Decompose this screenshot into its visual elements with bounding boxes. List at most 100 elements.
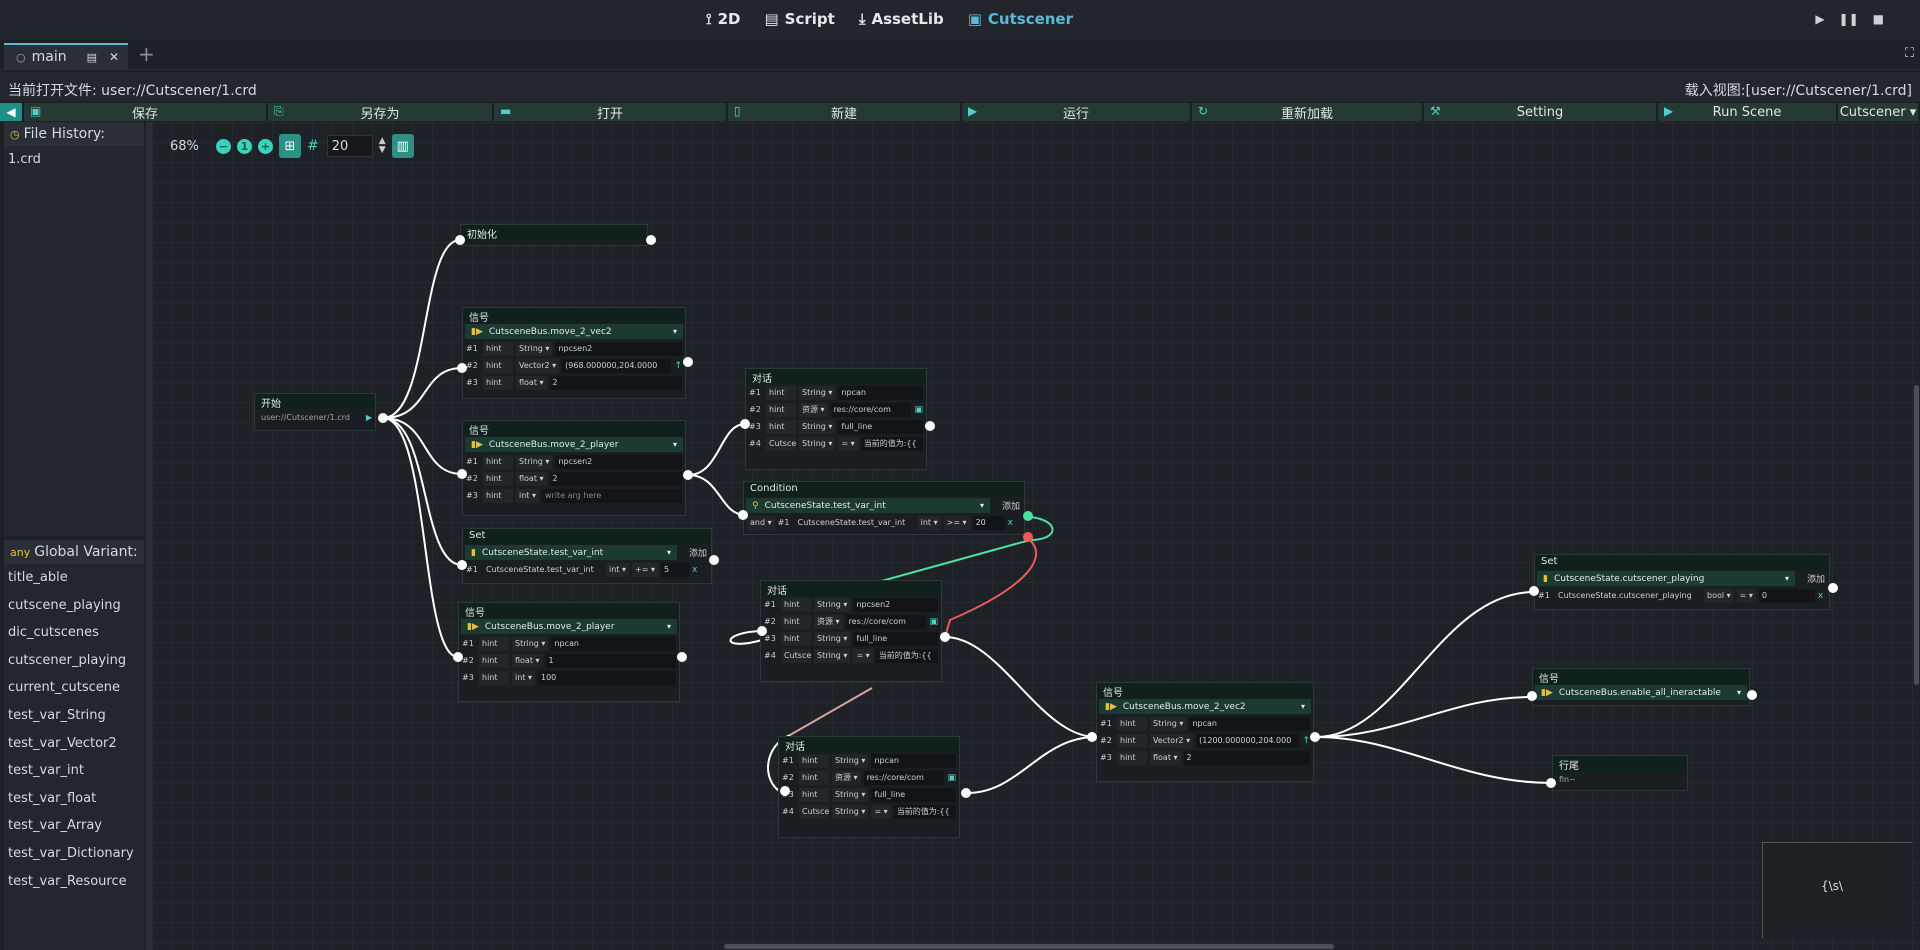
- reload-button[interactable]: ↻重新加载: [1192, 103, 1424, 122]
- file-browse-icon[interactable]: ▣: [914, 404, 923, 415]
- input-port[interactable]: [457, 560, 467, 570]
- global-variant-item[interactable]: title_able: [8, 570, 68, 585]
- snap-step-input[interactable]: 20: [326, 135, 373, 157]
- node-start[interactable]: 开始 user://Cutscener/1.crd▶: [254, 393, 376, 431]
- input-port[interactable]: [1527, 691, 1537, 701]
- input-port[interactable]: [455, 235, 465, 245]
- minimap-toggle-icon[interactable]: ▥: [391, 134, 414, 158]
- arrow-up-icon[interactable]: ↑: [674, 360, 682, 371]
- input-port[interactable]: [757, 626, 767, 636]
- output-port[interactable]: [1747, 690, 1757, 700]
- output-port[interactable]: [1828, 583, 1838, 593]
- play-icon[interactable]: ▶: [1815, 12, 1825, 26]
- remove-icon[interactable]: x: [1007, 517, 1013, 528]
- output-port[interactable]: [646, 235, 656, 245]
- output-port[interactable]: [378, 413, 388, 423]
- global-variant-item[interactable]: test_var_Resource: [8, 873, 127, 889]
- condition-dropdown[interactable]: ⚲CutsceneState.test_var_int▾: [746, 498, 990, 513]
- horizontal-scrollbar[interactable]: [724, 944, 1334, 949]
- graph-canvas[interactable]: [152, 122, 1920, 950]
- pause-icon[interactable]: ❚❚: [1838, 12, 1859, 26]
- tab-cutscener[interactable]: ▣Cutscener: [967, 10, 1074, 28]
- variable-dropdown[interactable]: ▮CutsceneState.test_var_int▾: [465, 545, 677, 560]
- global-variant-item[interactable]: cutscene_playing: [8, 597, 121, 613]
- mode-dropdown[interactable]: Cutscener ▾: [1838, 103, 1920, 121]
- node-condition[interactable]: Condition ⚲CutsceneState.test_var_int▾ 添…: [743, 481, 1025, 535]
- input-port[interactable]: [780, 786, 790, 796]
- signal-dropdown[interactable]: ▮▶CutsceneBus.move_2_vec2▾: [1099, 699, 1311, 714]
- tab-script[interactable]: ▤Script: [764, 10, 835, 28]
- output-port[interactable]: [1310, 732, 1320, 742]
- signal-dropdown[interactable]: ▮▶CutsceneBus.move_2_player▾: [461, 619, 677, 634]
- output-port[interactable]: [683, 470, 693, 480]
- play-icon[interactable]: ▶: [365, 413, 372, 422]
- save-button[interactable]: ▣保存: [24, 103, 268, 122]
- global-variant-item[interactable]: test_var_int: [8, 763, 84, 779]
- global-variant-item[interactable]: test_var_Vector2: [8, 735, 117, 751]
- global-variant-item[interactable]: test_var_Array: [8, 818, 102, 834]
- input-port[interactable]: [457, 363, 467, 373]
- save-as-button[interactable]: ⎘另存为: [268, 103, 494, 122]
- true-output-port[interactable]: [1023, 511, 1033, 521]
- snap-toggle-icon[interactable]: ⊞: [279, 134, 301, 158]
- input-port[interactable]: [740, 419, 750, 429]
- setting-button[interactable]: ⚒Setting: [1424, 103, 1658, 121]
- run-scene-button[interactable]: ▶Run Scene: [1658, 103, 1838, 121]
- sidebar-splitter[interactable]: [146, 122, 152, 950]
- remove-icon[interactable]: x: [691, 564, 698, 575]
- maximize-icon[interactable]: ⛶: [1904, 46, 1914, 61]
- node-set-cutscener-playing[interactable]: Set ▮CutsceneState.cutscener_playing▾ 添加…: [1534, 554, 1830, 610]
- collapse-sidebar-button[interactable]: ◀: [0, 103, 24, 121]
- run-button[interactable]: ▶运行: [962, 103, 1192, 122]
- output-port[interactable]: [709, 555, 719, 565]
- editor-tab-main[interactable]: ○ main ▤ ✕: [4, 43, 128, 69]
- tab-2d[interactable]: ⟟2D: [706, 10, 741, 28]
- stop-icon[interactable]: ■: [1872, 12, 1884, 26]
- zoom-reset-button[interactable]: 1: [237, 138, 252, 154]
- node-init[interactable]: 初始化: [460, 224, 648, 246]
- global-variant-item[interactable]: cutscener_playing: [8, 652, 127, 668]
- output-port[interactable]: [925, 421, 935, 431]
- add-tab-button[interactable]: +: [138, 42, 155, 66]
- global-variant-item[interactable]: test_var_String: [8, 707, 106, 723]
- signal-dropdown[interactable]: ▮▶CutsceneBus.move_2_vec2▾: [465, 324, 683, 339]
- arrow-up-icon[interactable]: ↑: [1302, 735, 1310, 746]
- file-history-item[interactable]: 1.crd: [8, 152, 41, 167]
- add-button[interactable]: 添加: [1001, 502, 1020, 512]
- vertical-scrollbar[interactable]: [1914, 385, 1919, 685]
- tab-assetlib[interactable]: ⤓AssetLib: [858, 10, 944, 28]
- global-variant-item[interactable]: test_var_Dictionary: [8, 845, 134, 861]
- add-button[interactable]: 添加: [1806, 575, 1825, 585]
- variable-dropdown[interactable]: ▮CutsceneState.cutscener_playing▾: [1537, 571, 1795, 586]
- open-button[interactable]: ▬打开: [494, 103, 728, 122]
- close-icon[interactable]: ✕: [109, 50, 120, 64]
- signal-dropdown[interactable]: ▮▶CutsceneBus.move_2_player▾: [465, 437, 683, 452]
- input-port[interactable]: [1546, 778, 1556, 788]
- global-variant-item[interactable]: test_var_float: [8, 790, 97, 806]
- zoom-out-button[interactable]: −: [216, 138, 231, 154]
- file-browse-icon[interactable]: ▣: [947, 772, 956, 783]
- input-port[interactable]: [453, 652, 463, 662]
- node-signal-enable-all[interactable]: 信号 ▮▶CutsceneBus.enable_all_ineractable▾: [1532, 668, 1750, 706]
- output-port[interactable]: [961, 788, 971, 798]
- input-port[interactable]: [738, 510, 748, 520]
- input-port[interactable]: [1529, 586, 1539, 596]
- remove-icon[interactable]: x: [1817, 590, 1824, 601]
- global-variant-item[interactable]: current_cutscene: [8, 680, 121, 696]
- new-button[interactable]: ▯新建: [728, 103, 962, 122]
- signal-dropdown[interactable]: ▮▶CutsceneBus.enable_all_ineractable▾: [1535, 685, 1747, 700]
- input-port[interactable]: [1087, 732, 1097, 742]
- zoom-in-button[interactable]: +: [258, 138, 273, 154]
- spinner-icon[interactable]: ▲▼: [378, 136, 386, 155]
- node-end[interactable]: 行尾 fin~: [1552, 755, 1688, 791]
- minimap[interactable]: {\s\: [1762, 842, 1912, 938]
- global-variant-item[interactable]: dic_cutscenes: [8, 625, 99, 641]
- file-browse-icon[interactable]: ▣: [929, 616, 938, 627]
- grid-icon[interactable]: #: [307, 138, 319, 154]
